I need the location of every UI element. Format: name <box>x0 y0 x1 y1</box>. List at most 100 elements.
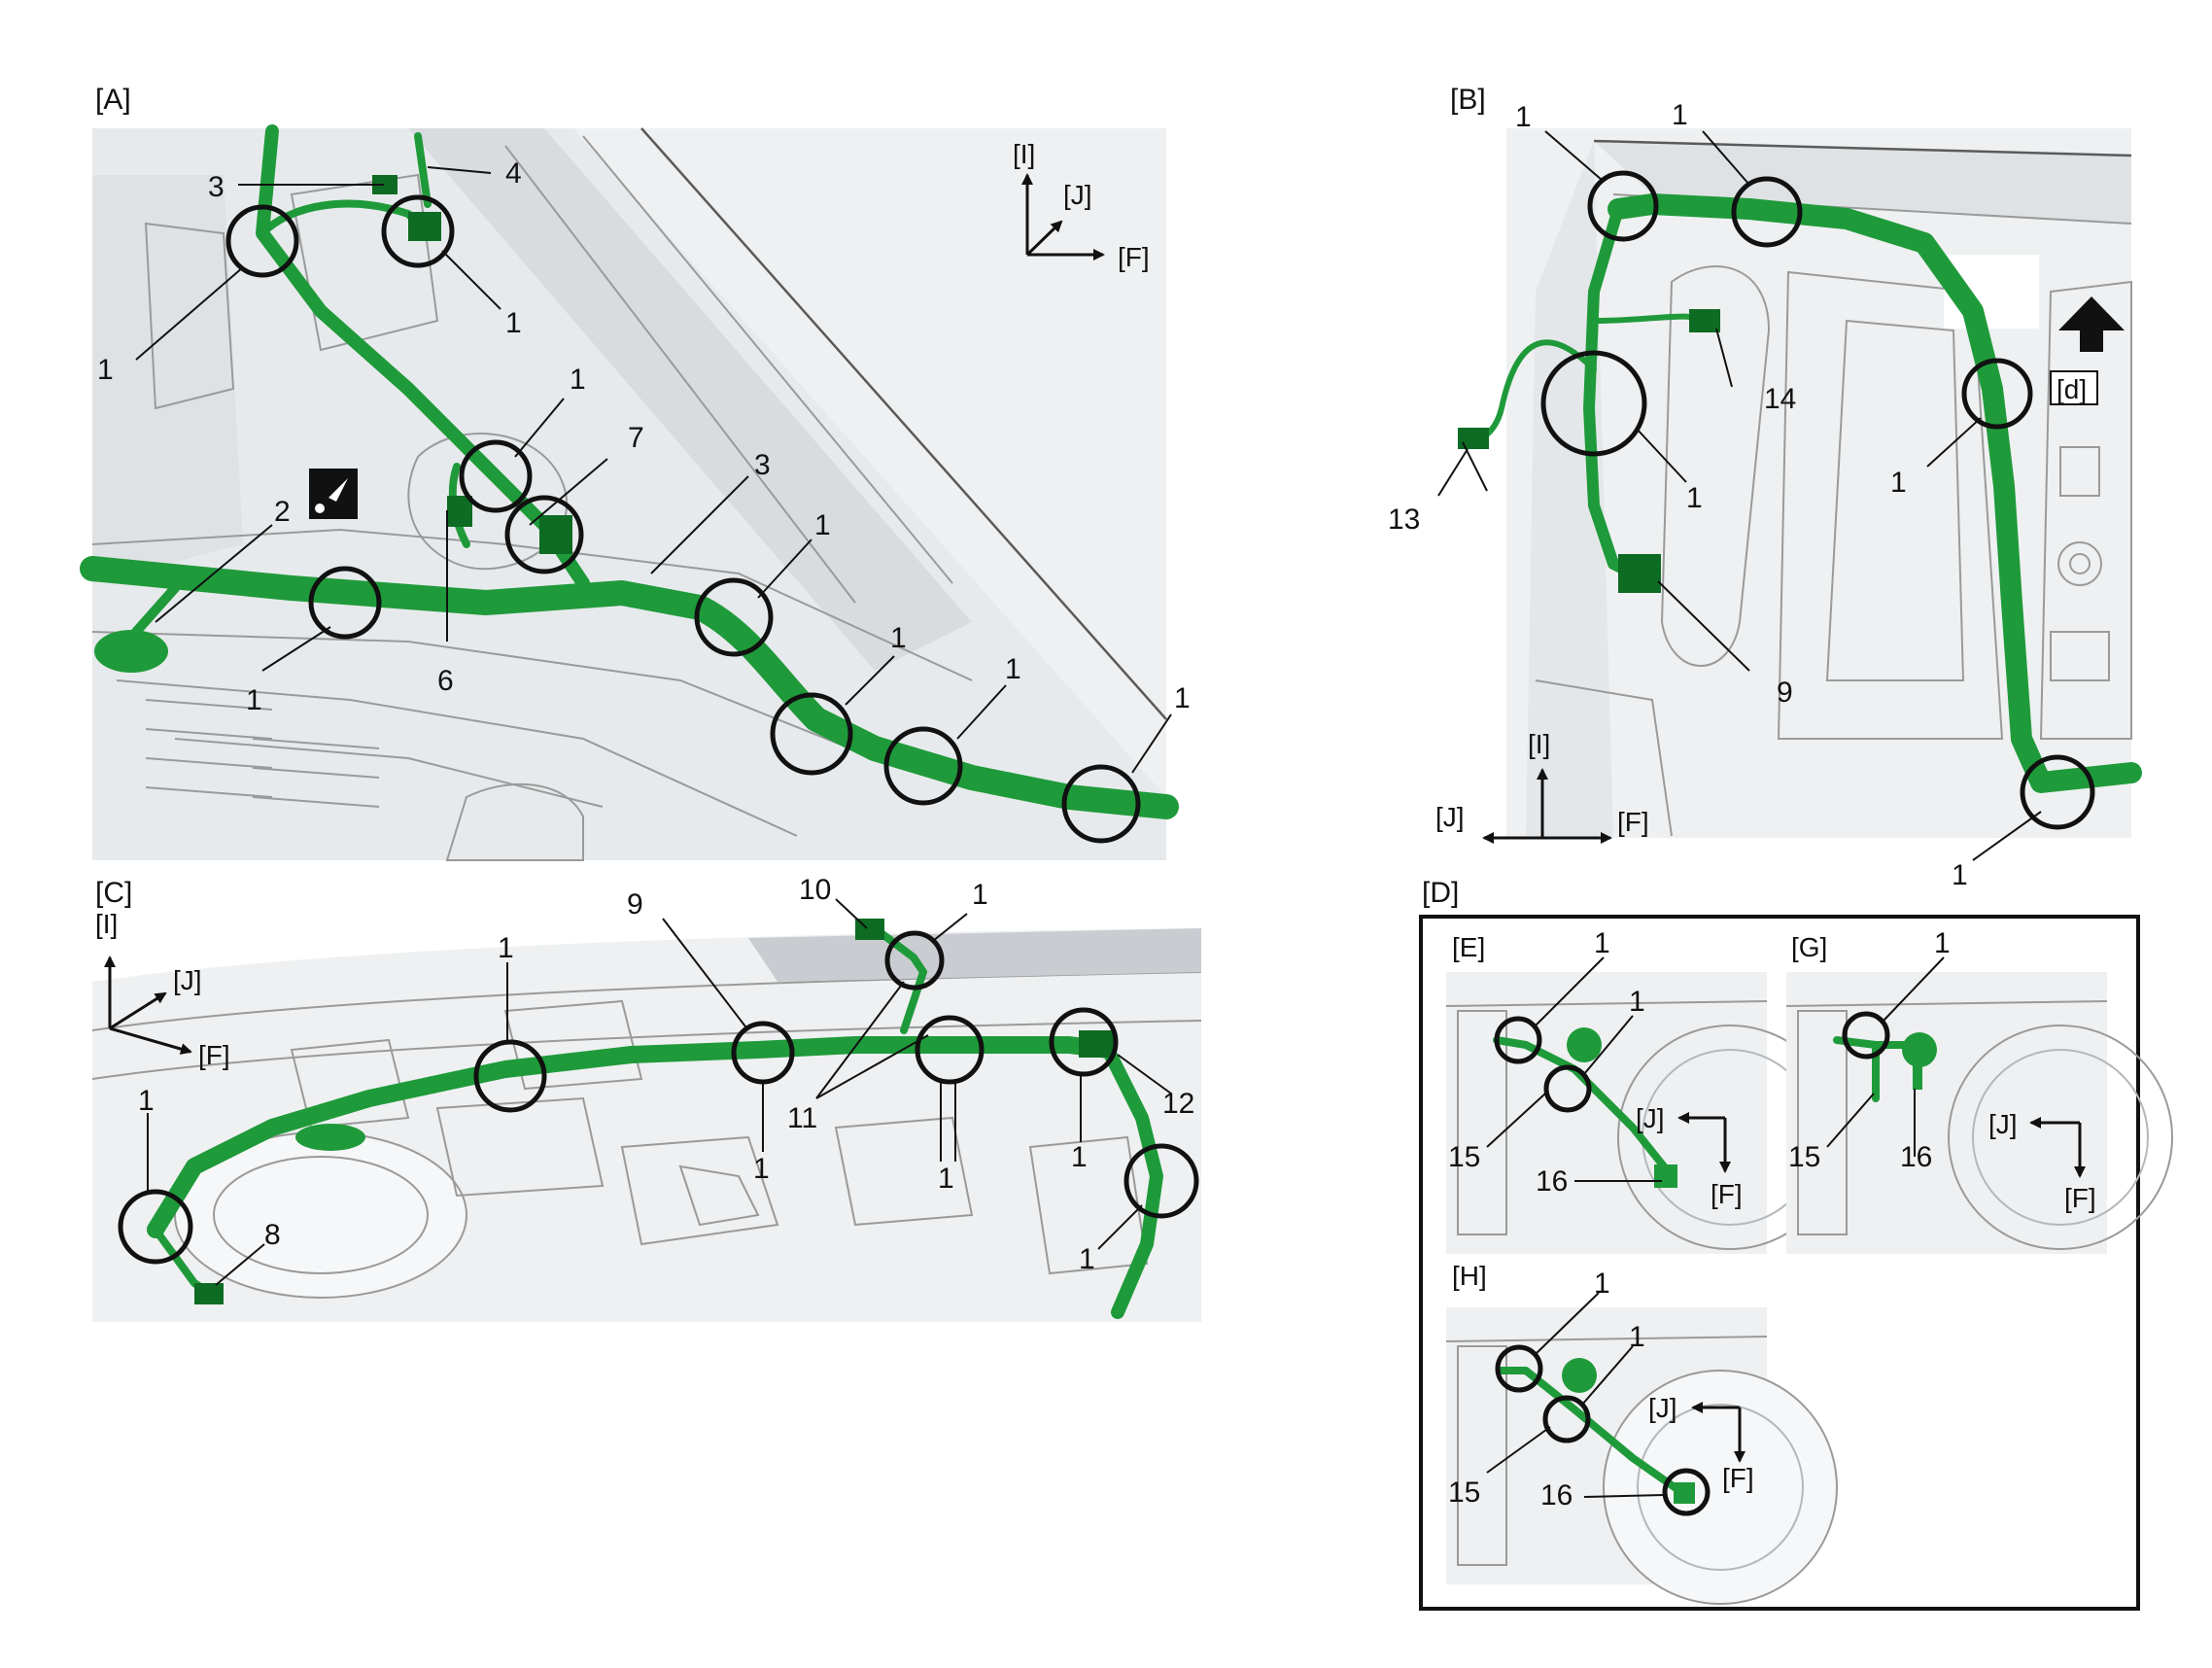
axis-label-right: [F] <box>1118 242 1150 272</box>
panel-a-axis-indicator: [I] [J] [F] <box>1013 139 1150 272</box>
clamp-circle <box>2020 754 2095 830</box>
callout-number: 1 <box>1079 1243 1095 1275</box>
panel-c-connector-12 <box>1079 1030 1114 1058</box>
clamp-circle <box>770 692 853 776</box>
callout-number: 1 <box>1890 467 1907 499</box>
clamp-circle <box>1543 1064 1592 1113</box>
axis-label-up: [I] <box>1528 729 1550 759</box>
axis-label-depth: [J] <box>173 965 202 995</box>
clamp-circle <box>883 726 963 806</box>
axis-label-down: [F] <box>1722 1463 1754 1493</box>
clamp-circle <box>118 1189 193 1265</box>
callout-number: 1 <box>138 1085 155 1117</box>
callout-number: 1 <box>1174 682 1191 714</box>
axis-depth-arrow <box>1025 220 1063 257</box>
panel-b-connector-13 <box>1458 428 1489 449</box>
callout-number: 3 <box>754 449 771 481</box>
clamp-circle <box>1587 170 1659 242</box>
callout-number: 15 <box>1448 1141 1480 1173</box>
callout-number: 1 <box>498 932 514 964</box>
callout-number: 15 <box>1448 1477 1480 1509</box>
panel-a-connector-6 <box>447 496 472 527</box>
sub-panel-h: [H] 1 1 15 16 [J] [F] <box>1445 1261 1838 1605</box>
clamp-circle <box>1049 1007 1119 1077</box>
callout-number: 7 <box>628 422 644 454</box>
clamp-circle <box>1495 1344 1543 1393</box>
panel-a-letter: [A] <box>95 84 131 116</box>
callout-number: 16 <box>1540 1479 1573 1512</box>
axis-label-right: [F] <box>1617 807 1649 837</box>
axis-label-left: [J] <box>1435 802 1465 832</box>
callout-number: 1 <box>1629 986 1645 1018</box>
panel-a-connector-5 <box>372 175 397 194</box>
axis-label-right: [F] <box>198 1040 230 1070</box>
clamp-circle <box>459 439 533 513</box>
panel-a-vehicle-body <box>91 127 1167 861</box>
view-direction-arrow: [d] <box>2050 296 2125 405</box>
clamp-circle <box>473 1039 547 1113</box>
axis-label-up: [I] <box>95 909 118 939</box>
callout-number: 6 <box>437 665 454 697</box>
callout-number: 1 <box>890 622 907 654</box>
callout-number: 1 <box>1672 99 1688 131</box>
callout-number: 1 <box>938 1163 954 1195</box>
callout-number: 12 <box>1162 1088 1194 1120</box>
panel-b-callouts: 1 1 13 14 1 9 1 1 <box>1388 99 1968 891</box>
panel-c-callouts: 1 1 8 9 1 10 1 11 1 1 12 1 <box>138 874 1194 1275</box>
panel-a-connector-7 <box>539 515 572 554</box>
callout-number: 1 <box>1934 927 1951 959</box>
callout-number: 13 <box>1388 504 1420 536</box>
callout-number: 10 <box>799 874 831 906</box>
clamp-circle <box>308 566 382 640</box>
axis-right-arrow <box>109 1026 192 1055</box>
panel-d-letter: [D] <box>1422 877 1459 909</box>
panel-c-grommet <box>295 1124 365 1151</box>
callout-number: 1 <box>753 1153 770 1185</box>
panel-b-letter: [B] <box>1450 84 1486 116</box>
callout-number: 3 <box>208 171 225 203</box>
clamp-circle <box>1494 1016 1542 1064</box>
clamp-circle <box>694 577 774 657</box>
sub-panel-e-letter: [E] <box>1452 932 1485 962</box>
clamp-circle <box>1542 1395 1591 1443</box>
callout-number: 1 <box>1952 859 1968 891</box>
sub-panel-g: [G] 1 15 16 [J] [F] <box>1785 927 2173 1254</box>
axis-label-left: [J] <box>1648 1393 1677 1423</box>
callout-number: 14 <box>1764 383 1796 415</box>
callout-number: 1 <box>570 364 586 396</box>
panel-a-clamp-circles <box>225 194 1141 844</box>
axis-label-left: [J] <box>1636 1103 1665 1133</box>
panel-b-clamp-circles <box>1540 170 2095 830</box>
clamp-circle <box>504 495 584 574</box>
axis-label-down: [F] <box>1711 1179 1743 1209</box>
grease-apply-icon <box>309 469 358 519</box>
panel-c: [C] <box>91 874 1202 1322</box>
clamp-circle <box>225 204 299 278</box>
clamp-circle <box>1061 764 1141 844</box>
panel-a-callouts: 3 4 1 1 1 7 2 6 1 3 1 1 1 1 <box>97 157 1191 716</box>
callout-number: 16 <box>1536 1165 1568 1198</box>
callout-number: 16 <box>1900 1141 1932 1173</box>
callout-number: 2 <box>274 496 291 528</box>
clamp-circle <box>1961 358 2033 430</box>
clamp-circle <box>381 194 455 268</box>
axis-label-down: [F] <box>2064 1183 2096 1213</box>
panel-c-leaders <box>147 898 1172 1286</box>
callout-number: 1 <box>1515 101 1532 133</box>
clamp-circle <box>1540 350 1647 457</box>
clamp-circle <box>1731 176 1803 248</box>
clamp-circle <box>915 1015 985 1085</box>
callout-number: 4 <box>505 157 522 190</box>
axis-label-depth: [J] <box>1063 180 1092 210</box>
callout-number: 1 <box>1629 1321 1645 1353</box>
panel-a-leaders <box>135 166 1172 774</box>
callout-number: 1 <box>505 307 522 339</box>
panel-a-connector-4 <box>408 212 441 241</box>
callout-number: 9 <box>627 888 643 921</box>
axis-depth-arrow <box>109 991 167 1030</box>
callout-number: 1 <box>97 354 114 386</box>
panel-a-grommet <box>94 630 168 673</box>
sub-panel-h-letter: [H] <box>1452 1261 1487 1291</box>
panel-b-connector-14 <box>1689 309 1720 332</box>
